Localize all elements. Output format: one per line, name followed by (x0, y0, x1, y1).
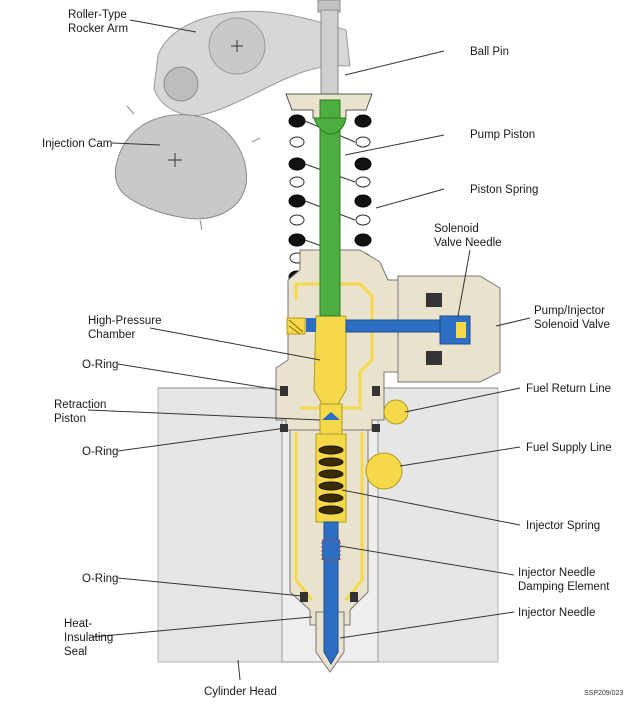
roller (163, 66, 199, 102)
label-high-pressure-1: High-Pressure (88, 315, 162, 327)
label-piston-spring: Piston Spring (470, 184, 538, 196)
label-heat-seal-3: Seal (64, 646, 87, 658)
solenoid-valve-housing (397, 275, 501, 383)
label-cylinder-head: Cylinder Head (204, 686, 277, 698)
figure-code: SSP209/023 (584, 690, 623, 697)
label-high-pressure-2: Chamber (88, 329, 135, 341)
label-injector-needle: Injector Needle (518, 607, 595, 619)
label-retraction-piston-1: Retraction (54, 399, 106, 411)
label-retraction-piston-2: Piston (54, 413, 86, 425)
label-o-ring-1: O-Ring (82, 359, 118, 371)
label-fuel-supply: Fuel Supply Line (526, 442, 612, 454)
label-injector-spring: Injector Spring (526, 520, 600, 532)
label-solenoid-needle-2: Valve Needle (434, 237, 502, 249)
damping-element (321, 539, 341, 561)
injector-spring (318, 445, 344, 515)
ball-pin (320, 9, 339, 101)
fuel-supply-line (365, 452, 403, 490)
label-heat-seal-2: Insulating (64, 632, 113, 644)
label-roller-rocker-1: Roller-Type (68, 9, 127, 21)
label-injection-cam: Injection Cam (42, 138, 112, 150)
rocker-arm (153, 0, 351, 116)
label-pump-piston: Pump Piston (470, 129, 535, 141)
label-needle-damping-2: Damping Element (518, 581, 610, 593)
label-heat-seal-1: Heat- (64, 618, 92, 630)
pump-piston (319, 99, 341, 317)
injection-cam (114, 105, 261, 231)
label-solenoid-valve-1: Pump/Injector (534, 305, 605, 317)
label-o-ring-2: O-Ring (82, 446, 118, 458)
label-ball-pin: Ball Pin (470, 46, 509, 58)
label-solenoid-valve-2: Solenoid Valve (534, 319, 610, 331)
high-pressure-passage (345, 319, 441, 333)
fuel-return-line (383, 399, 409, 425)
label-fuel-return: Fuel Return Line (526, 383, 611, 395)
label-needle-damping-1: Injector Needle (518, 567, 595, 579)
label-solenoid-needle-1: Solenoid (434, 223, 479, 235)
label-roller-rocker-2: Rocker Arm (68, 23, 128, 35)
label-o-ring-3: O-Ring (82, 573, 118, 585)
